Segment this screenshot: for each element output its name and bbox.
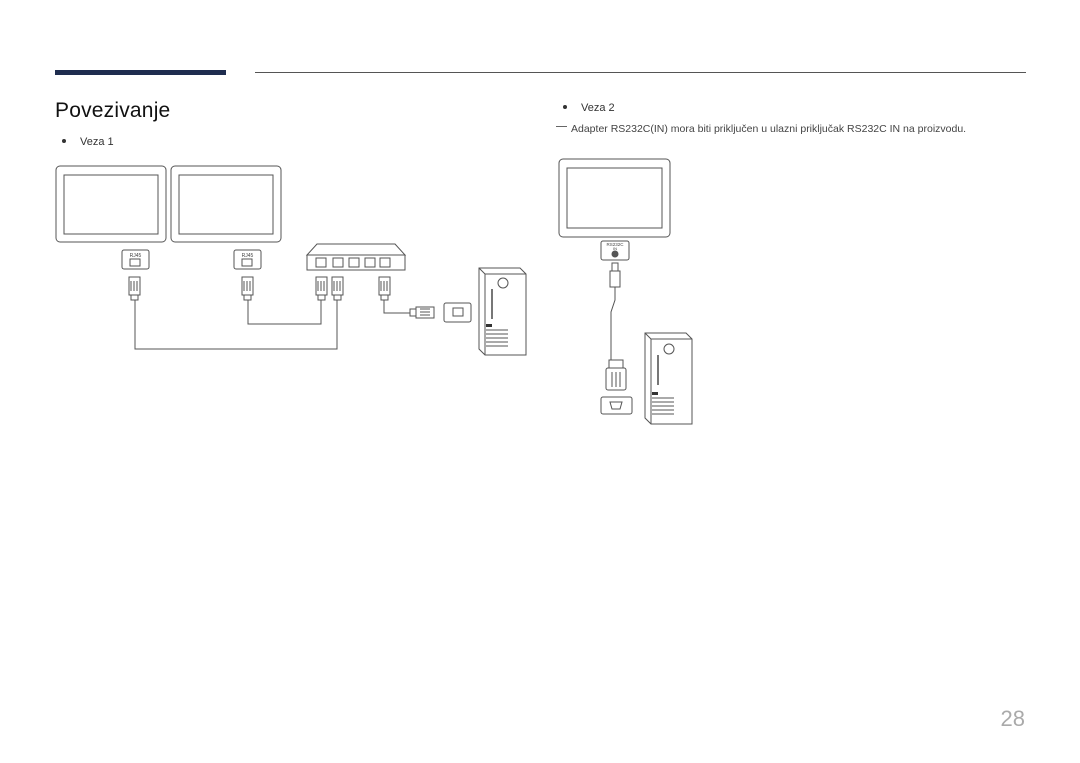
rj45-plug-hub-2 — [331, 276, 344, 301]
db9-connector — [605, 359, 627, 391]
page-title: Povezivanje — [55, 99, 171, 122]
note-text: Adapter RS232C(IN) mora biti priključen … — [571, 123, 967, 135]
stereo-plug — [609, 262, 621, 292]
rj45-plug-display-1 — [128, 276, 141, 301]
network-hub — [305, 243, 407, 271]
pc-serial-port — [600, 396, 633, 415]
page-number: 28 — [1000, 706, 1025, 731]
note-adapter: Adapter RS232C(IN) mora biti priključen … — [556, 123, 966, 135]
rj45-label-display-2: RJ45 — [242, 253, 254, 259]
rj45-plug-display-2 — [241, 276, 254, 301]
bullet-veza2: Veza 2 — [563, 102, 615, 114]
rj45-plug-hub-1 — [315, 276, 328, 301]
rs232c-sub-label: IN — [613, 246, 617, 251]
serial-cable — [610, 292, 617, 368]
display-1 — [55, 165, 167, 243]
note-dash-icon — [556, 125, 567, 127]
pc-tower-2 — [644, 332, 693, 425]
header-accent-bar — [55, 70, 226, 75]
bullet-veza1: Veza 1 — [62, 136, 114, 148]
rj45-port-display-1 — [121, 249, 150, 270]
header-rule — [255, 72, 1026, 73]
display-2 — [170, 165, 282, 243]
rj45-port-display-2 — [233, 249, 262, 270]
pc-tower-1 — [478, 267, 527, 356]
bullet-veza2-label: Veza 2 — [581, 102, 615, 114]
bullet-dot-icon — [62, 139, 66, 144]
pc-lan-port — [443, 302, 472, 323]
rj45-label-display-1: RJ45 — [130, 253, 142, 259]
rs232c-port — [600, 240, 630, 261]
lan-cables — [134, 300, 410, 350]
display-3 — [558, 158, 671, 238]
bullet-dot-icon — [563, 105, 567, 110]
rs232c-label: RS232C — [606, 242, 624, 247]
rj45-plug-hub-5 — [378, 276, 391, 301]
rj45-plug-pc — [409, 306, 435, 319]
bullet-veza1-label: Veza 1 — [80, 136, 114, 148]
